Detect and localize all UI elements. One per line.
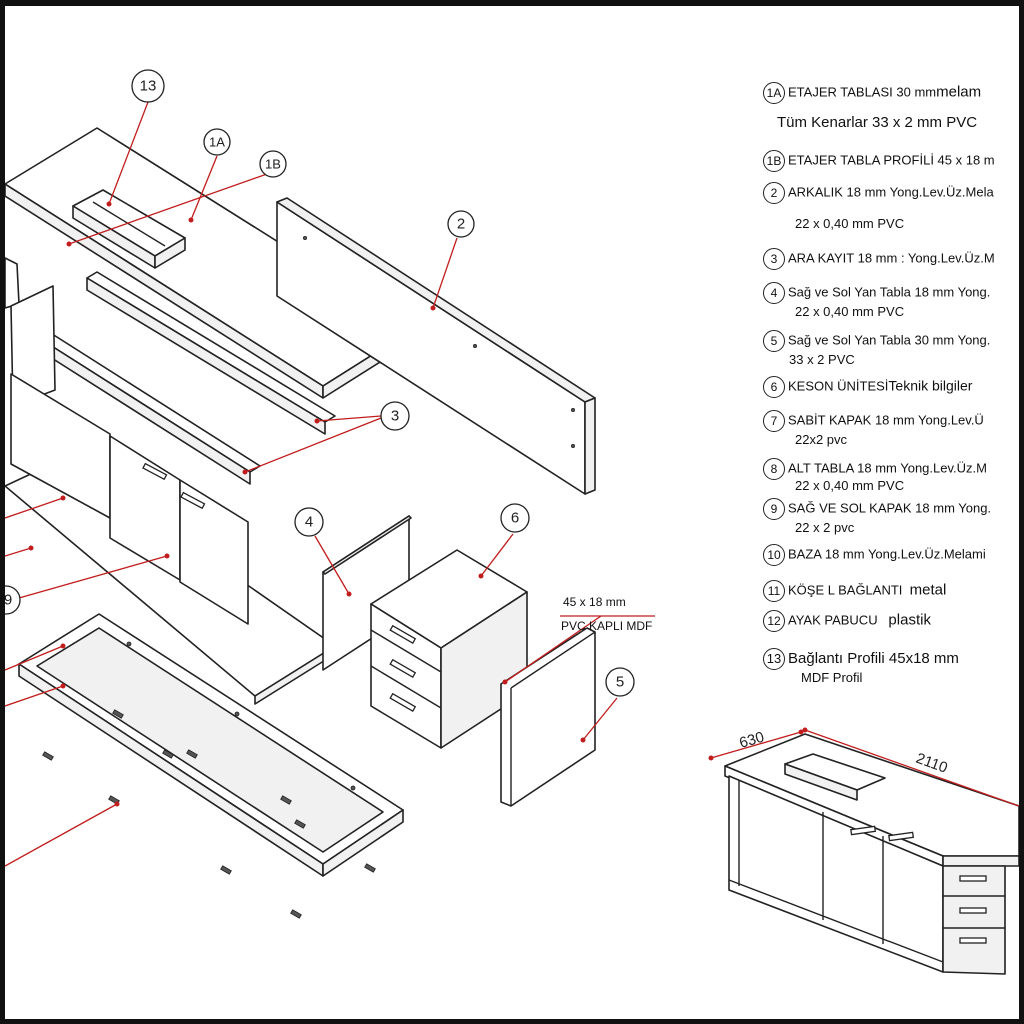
legend-num: 3: [763, 248, 785, 270]
leader-lines: [5, 101, 655, 867]
assembled-cabinet-preview: [724, 733, 1019, 975]
legend-extra: melam: [936, 83, 982, 101]
legend-num: 2: [763, 182, 785, 204]
callout-1A-label: 1A: [209, 135, 225, 150]
legend-num: 9: [763, 498, 785, 520]
callout-1A: 1A: [203, 128, 231, 156]
side-panel-30mm: [500, 627, 596, 807]
legend-sub: 22 x 0,40 mm PVC: [795, 216, 905, 231]
legend-text: ARA KAYIT 18 mm : Yong.Lev.Üz.M: [788, 250, 995, 266]
legend-extra: plastik: [888, 611, 931, 629]
shelf-profile: [86, 271, 336, 435]
callout-3-label: 3: [391, 408, 399, 425]
legend-extra: Teknik bilgiler: [888, 377, 973, 394]
legend-text: Bağlantı Profili 45x18 mm: [788, 649, 959, 667]
legend-text: ARKALIK 18 mm Yong.Lev.Üz.Mela: [788, 184, 994, 200]
callout-13: 13: [131, 69, 165, 103]
legend-num: 7: [763, 410, 785, 432]
legend-sub: 22 x 2 pvc: [795, 520, 855, 535]
callout-5: 5: [605, 667, 635, 697]
base-frame: [18, 613, 404, 877]
legend-sub: MDF Profil: [801, 670, 863, 685]
dimension-lines: [708, 727, 1019, 807]
callout-2-label: 2: [457, 216, 465, 233]
exploded-assembly-diagram: 13 1A 1B 2 3 4 6 5 9 45 x 18 mm PVC KAPL…: [5, 69, 1019, 975]
callout-6-label: 6: [511, 510, 519, 527]
legend-text: BAZA 18 mm Yong.Lev.Üz.Melami: [788, 546, 986, 562]
callout-5-label: 5: [616, 674, 624, 691]
legend-text: KÖŞE L BAĞLANTI: [788, 582, 903, 598]
callout-6: 6: [500, 503, 530, 533]
pvc-note-material: PVC KAPLI MDF: [561, 619, 652, 633]
callout-13-label: 13: [140, 78, 157, 95]
left-side-panels: [5, 257, 56, 407]
legend-num: 4: [763, 282, 785, 304]
callout-9: 9: [5, 585, 21, 615]
callout-3: 3: [380, 401, 410, 431]
legend-text: AYAK PABUCU: [788, 612, 878, 628]
legend-num: 11: [763, 580, 785, 602]
callout-2: 2: [447, 210, 475, 238]
front-door-right: [179, 479, 249, 625]
legend-num: 10: [763, 544, 785, 566]
callout-4: 4: [294, 507, 324, 537]
callout-1B-label: 1B: [265, 157, 281, 172]
legend-sub: 22x2 pvc: [795, 432, 848, 447]
legend-text: Sağ ve Sol Yan Tabla 30 mm Yong.: [788, 332, 991, 348]
drawer-unit: [370, 549, 528, 749]
legend-extra: metal: [909, 581, 947, 599]
legend-num: 1A: [763, 82, 785, 104]
legend-num: 1B: [763, 150, 785, 172]
legend-num: 13: [763, 648, 785, 670]
legend-num: 5: [763, 330, 785, 352]
legend-text: KESON ÜNİTESİ: [788, 378, 889, 394]
legend-text: ETAJER TABLASI 30 mm: [788, 84, 937, 100]
legend-num: 8: [763, 458, 785, 480]
legend-sub: Tüm Kenarlar 33 x 2 mm PVC: [777, 114, 978, 131]
legend-text: SABİT KAPAK 18 mm Yong.Lev.Ü: [788, 412, 984, 428]
callout-4-label: 4: [305, 514, 313, 531]
legend-text: SAĞ VE SOL KAPAK 18 mm Yong.: [788, 500, 992, 516]
legend-text: Sağ ve Sol Yan Tabla 18 mm Yong.: [788, 284, 991, 300]
legend-text: ALT TABLA 18 mm Yong.Lev.Üz.M: [788, 460, 987, 476]
callout-9-label: 9: [5, 592, 12, 609]
legend-sub: 22 x 0,40 mm PVC: [795, 304, 905, 319]
callout-1B: 1B: [259, 150, 287, 178]
legend-text: ETAJER TABLA PROFİLİ 45 x 18 m: [788, 152, 995, 168]
pvc-note-size: 45 x 18 mm: [563, 595, 626, 609]
legend-item-1A-edges: Tüm Kenarlar 33 x 2 mm PVC: [777, 114, 977, 131]
dimension-depth: 630: [737, 729, 766, 752]
legend-num: 12: [763, 610, 785, 632]
legend-sub: 22 x 0,40 mm PVC: [795, 478, 905, 493]
legend-num: 6: [763, 376, 785, 398]
legend-sub: 33 x 2 PVC: [789, 352, 855, 367]
